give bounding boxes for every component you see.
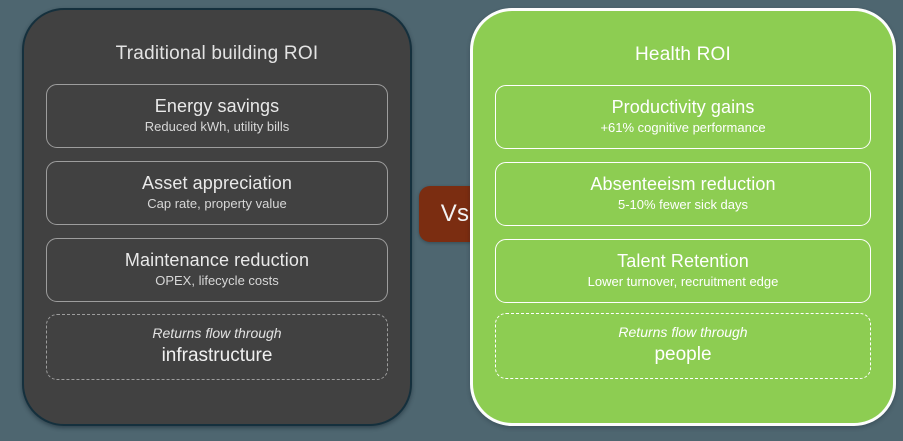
footer-note-emphasis: people	[654, 344, 712, 365]
roi-card-subtitle: 5-10% fewer sick days	[617, 197, 749, 212]
roi-card-title: Maintenance reduction	[124, 250, 310, 270]
traditional-roi-footer-note: Returns flow through infrastructure	[46, 314, 388, 380]
roi-card-subtitle: Reduced kWh, utility bills	[144, 119, 290, 134]
roi-card-subtitle: Cap rate, property value	[147, 196, 287, 211]
roi-card-talent-retention[interactable]: Talent Retention Lower turnover, recruit…	[495, 239, 871, 303]
traditional-roi-title: Traditional building ROI	[115, 43, 319, 64]
roi-card-subtitle: OPEX, lifecycle costs	[155, 273, 279, 288]
roi-card-title: Asset appreciation	[142, 173, 292, 193]
footer-note-lead: Returns flow through	[618, 324, 748, 340]
health-roi-card-list: Productivity gains +61% cognitive perfor…	[495, 85, 871, 303]
health-roi-footer-note: Returns flow through people	[495, 313, 871, 379]
roi-card-title: Absenteeism reduction	[590, 174, 776, 194]
roi-card-subtitle: +61% cognitive performance	[600, 120, 766, 135]
roi-card-absenteeism-reduction[interactable]: Absenteeism reduction 5-10% fewer sick d…	[495, 162, 871, 226]
roi-card-maintenance-reduction[interactable]: Maintenance reduction OPEX, lifecycle co…	[46, 238, 388, 302]
roi-card-title: Talent Retention	[617, 251, 749, 271]
footer-note-lead: Returns flow through	[152, 325, 282, 341]
roi-card-subtitle: Lower turnover, recruitment edge	[587, 274, 779, 289]
health-roi-title: Health ROI	[635, 44, 731, 65]
roi-card-productivity-gains[interactable]: Productivity gains +61% cognitive perfor…	[495, 85, 871, 149]
roi-card-title: Productivity gains	[611, 97, 755, 117]
health-roi-panel: Health ROI Productivity gains +61% cogni…	[470, 8, 896, 426]
roi-card-asset-appreciation[interactable]: Asset appreciation Cap rate, property va…	[46, 161, 388, 225]
traditional-roi-panel: Traditional building ROI Energy savings …	[22, 8, 412, 426]
roi-card-energy-savings[interactable]: Energy savings Reduced kWh, utility bill…	[46, 84, 388, 148]
traditional-roi-card-list: Energy savings Reduced kWh, utility bill…	[46, 84, 388, 302]
vs-badge-label: Vs	[440, 200, 470, 227]
roi-card-title: Energy savings	[154, 96, 280, 116]
footer-note-emphasis: infrastructure	[161, 345, 273, 366]
